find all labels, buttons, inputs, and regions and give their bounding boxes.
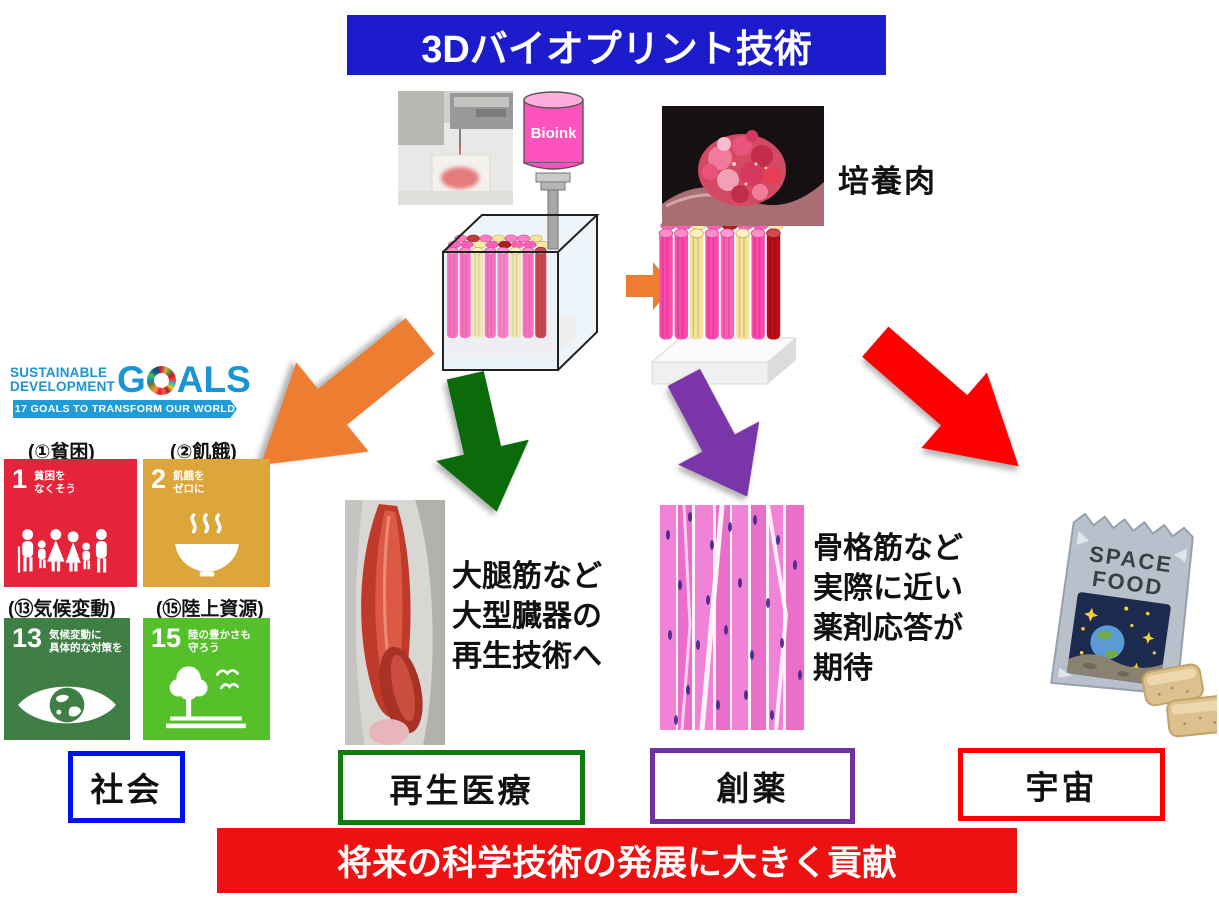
sdg1-tag: (①貧困): [28, 442, 95, 463]
title-text: 3Dバイオプリント技術: [421, 28, 812, 71]
tree-birds-icon: [165, 666, 246, 729]
bowl-icon: [174, 513, 239, 577]
conclusion-text: 将来の科学技術の発展に大きく貢献: [336, 844, 897, 883]
space-food-image: SPACE FOOD: [1050, 512, 1217, 738]
sdg-tagline: 17 GOALS TO TRANSFORM OUR WORLD: [13, 400, 237, 418]
sdg-logo-line2: DEVELOPMENT: [10, 379, 115, 394]
conclusion-banner: 将来の科学技術の発展に大きく貢献: [217, 828, 1017, 893]
drug-discovery-text: 骨格筋など 実際に近い 薬剤応答が 期待: [813, 532, 963, 685]
arrow-space-icon: [842, 304, 1051, 504]
sdg-goals-ring-icon: [146, 365, 176, 395]
sdg2-tag: (②飢餓): [170, 442, 237, 463]
space-food-biscuits: [1141, 663, 1217, 738]
sdg-tile-1: 1 貧困を なくそう: [4, 459, 137, 587]
sdg-tile-15: 15 陸の豊かさも 守ろう: [143, 618, 270, 740]
regenerative-box: 再生医療: [338, 750, 585, 825]
sdg-tile-2: 2 飢餓を ゼロに: [143, 459, 270, 587]
sdg-tile-13: 13 気候変動に 具体的な対策を: [4, 618, 130, 740]
drug-box: 創薬: [650, 748, 855, 824]
regenerative-text: 大腿筋など 大型臓器の 再生技術へ: [452, 560, 602, 673]
bioink-label: Bioink: [531, 125, 577, 142]
sdg-goals-wordmark: G ALS: [116, 359, 251, 400]
sdg-logo: SUSTAINABLE DEVELOPMENT G ALS 17 GOALS T…: [10, 361, 251, 418]
sdg15-tag: (⑮陸上資源): [156, 599, 264, 620]
thigh-muscle-image: [345, 500, 445, 745]
tissue-cube: [442, 214, 600, 371]
muscle-histology-image: [660, 505, 806, 730]
space-box: 宇宙: [958, 748, 1165, 821]
society-box: 社会: [68, 751, 185, 823]
bioprinter-photo: [398, 91, 513, 205]
eye-earth-icon: [18, 686, 116, 724]
sdg13-tag: (⑬気候変動): [8, 599, 116, 620]
cultured-meat-photo: [662, 106, 824, 226]
family-icon: [17, 529, 107, 573]
title-banner: 3Dバイオプリント技術: [347, 15, 886, 75]
bioprinting-illustration: Bioink: [398, 91, 798, 385]
sdg-logo-line1: SUSTAINABLE: [10, 365, 108, 380]
printed-construct: [650, 213, 798, 385]
cultured-meat-label: 培養肉: [838, 164, 937, 199]
